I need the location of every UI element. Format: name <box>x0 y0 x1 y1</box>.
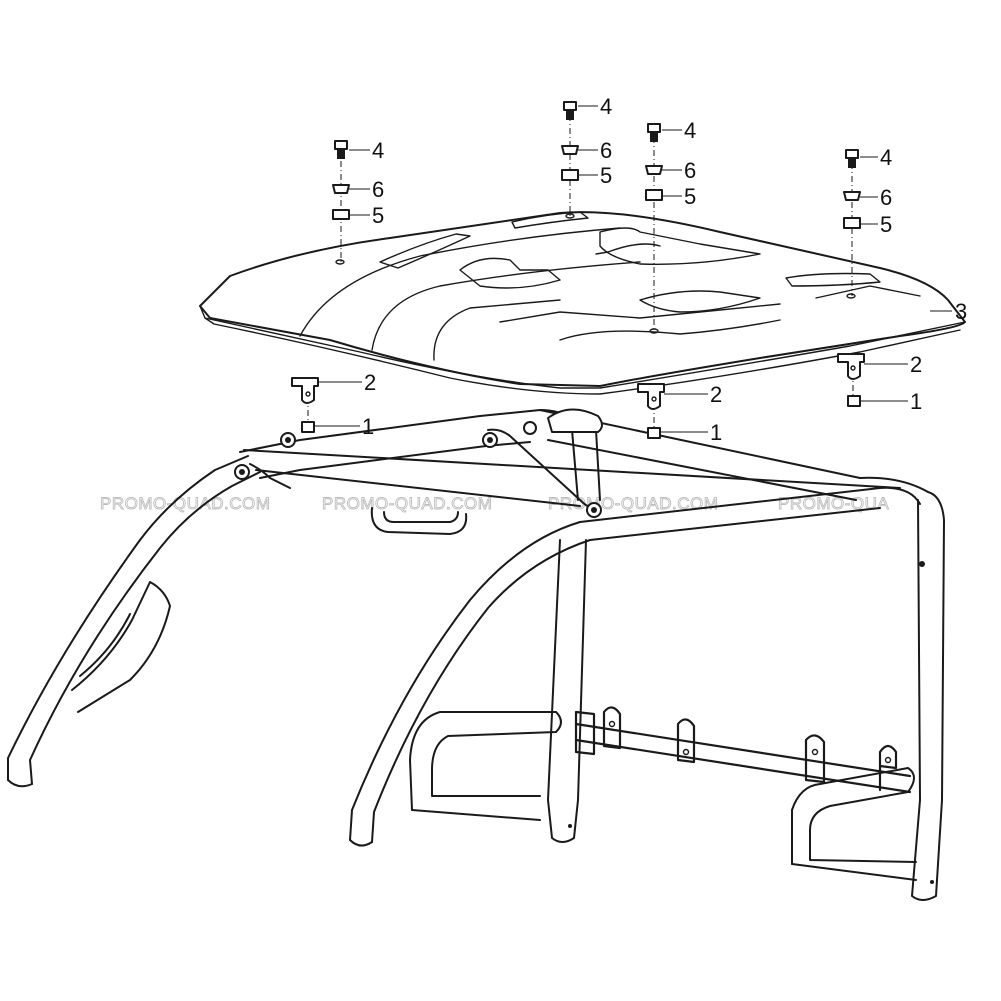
bracket-right <box>837 353 865 407</box>
callout-5-center-right: 5 <box>684 184 696 209</box>
callout-5-left: 5 <box>372 203 384 228</box>
watermark-text-2: PROMO-QUAD.COM <box>322 494 492 513</box>
bracket-left <box>291 377 319 433</box>
bracket-center <box>637 383 665 439</box>
bolt-stack-left <box>332 140 350 262</box>
watermark-text-4: PROMO-QUA <box>778 494 889 513</box>
callout-6-left: 6 <box>372 177 384 202</box>
callout-4-center-right: 4 <box>684 118 696 143</box>
watermark-text-1: PROMO-QUAD.COM <box>100 494 270 513</box>
callout-5-center-left: 5 <box>600 163 612 188</box>
callout-6-right: 6 <box>880 185 892 210</box>
callout-6-center-right: 6 <box>684 158 696 183</box>
callout-1-center: 1 <box>710 420 722 445</box>
callout-leaders <box>314 105 952 433</box>
callout-1-left: 1 <box>362 414 374 439</box>
callout-2-left: 2 <box>364 370 376 395</box>
callout-5-right: 5 <box>880 212 892 237</box>
callout-6-center-left: 6 <box>600 138 612 163</box>
callout-3-roof: 3 <box>955 299 967 324</box>
callout-4-center-left: 4 <box>600 94 612 119</box>
seat-mount-tabs <box>602 706 898 792</box>
bolt-stack-right <box>843 149 861 296</box>
roof-panel <box>199 211 966 395</box>
bolt-stack-center-right <box>645 123 663 330</box>
callout-4-right: 4 <box>880 145 892 170</box>
watermark: PROMO-QUAD.COM PROMO-QUAD.COM PROMO-QUAD… <box>100 494 890 514</box>
callout-labels: 4 6 5 4 6 5 4 6 5 4 6 5 3 2 1 2 1 2 1 <box>362 94 967 445</box>
roll-cage-frame <box>7 408 945 901</box>
callout-2-center: 2 <box>710 382 722 407</box>
callout-2-right: 2 <box>910 352 922 377</box>
frame-bosses <box>234 421 934 884</box>
bolt-stack-center-left <box>561 101 579 216</box>
callout-1-right: 1 <box>910 389 922 414</box>
callout-4-left: 4 <box>372 138 384 163</box>
